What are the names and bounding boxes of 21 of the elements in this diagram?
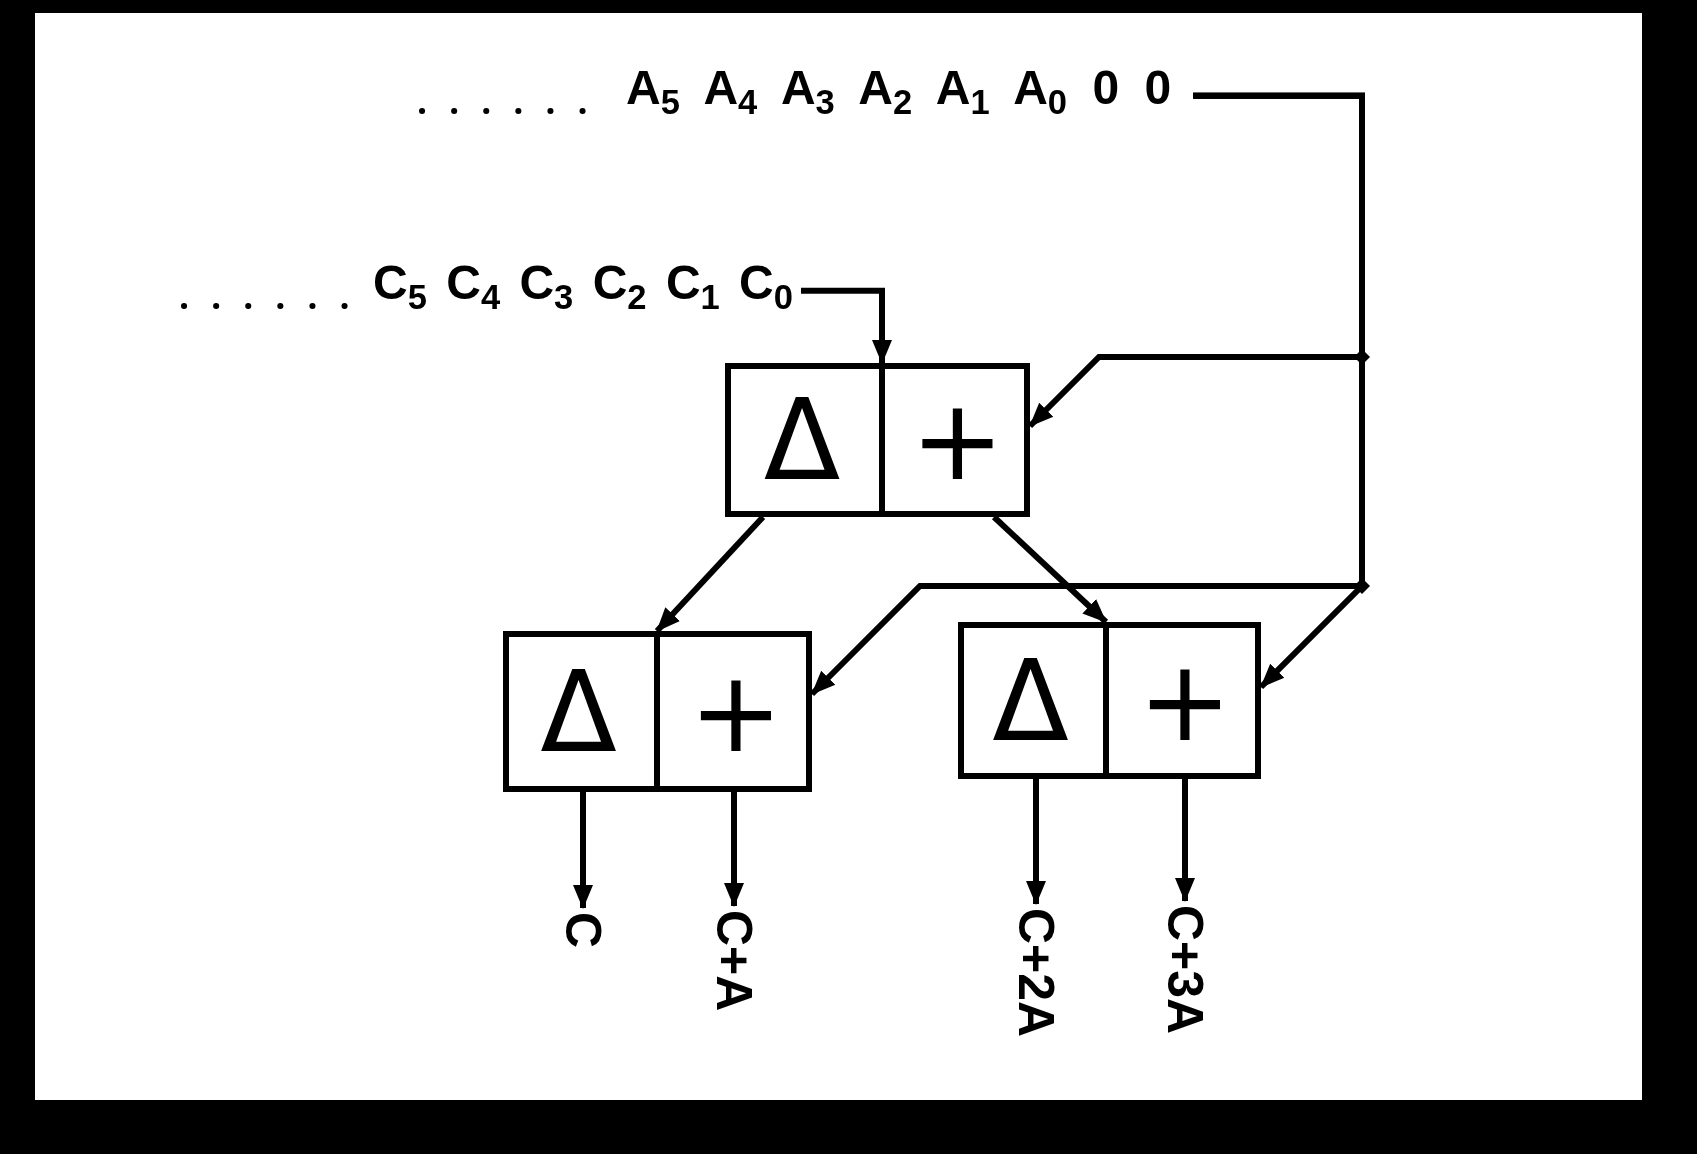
bit-sequence-label: C$_{5}$ C$_{4}$ C$_{3}$ C$_{2}$ C$_{1}$ C$_{0}$	[373, 259, 793, 307]
delta-symbol: Δ	[540, 655, 617, 768]
arrow	[724, 792, 744, 907]
plus-symbol: +	[910, 384, 1005, 496]
output-label: C+2A	[1011, 908, 1061, 1038]
arrow	[573, 792, 593, 909]
arrow	[1026, 779, 1046, 905]
operator-block	[958, 622, 1261, 779]
delta-symbol: Δ	[763, 384, 841, 496]
delta-symbol: Δ	[992, 644, 1069, 757]
operator-block	[503, 631, 812, 792]
operator-block	[725, 363, 1030, 517]
arrow	[801, 287, 892, 364]
output-label: C	[558, 912, 608, 949]
plus-symbol: +	[1138, 644, 1232, 757]
plus-symbol: +	[689, 655, 783, 768]
bit-sequence-label: A$_{5}$ A$_{4}$ A$_{3}$ A$_{2}$ A$_{1}$ A$_{0}$ 0 0	[626, 64, 1172, 112]
output-label: C+3A	[1160, 905, 1210, 1035]
arrow	[1175, 779, 1195, 902]
output-label: C+A	[709, 910, 759, 1012]
arrow	[1193, 92, 1365, 690]
